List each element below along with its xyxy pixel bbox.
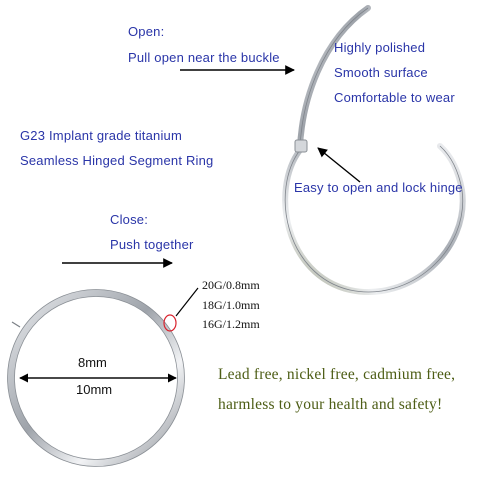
inner-diameter-label: 8mm xyxy=(78,355,107,370)
closed-ring xyxy=(7,289,185,467)
hinge-arrow xyxy=(317,147,361,183)
material-line-2: Seamless Hinged Segment Ring xyxy=(20,153,214,168)
gauge-16g: 16G/1.2mm xyxy=(202,317,260,331)
hinge-block xyxy=(294,139,308,153)
outer-diameter-label: 10mm xyxy=(76,382,113,397)
gauge-pointer xyxy=(175,287,199,317)
material-line-1: G23 Implant grade titanium xyxy=(20,128,183,143)
feature-polished: Highly polished xyxy=(334,40,426,55)
open-ring-segment-edge xyxy=(299,7,369,149)
closed-ring-outer-edge xyxy=(7,289,185,467)
feature-smooth: Smooth surface xyxy=(334,65,428,80)
gauge-18g: 18G/1.0mm xyxy=(202,298,260,312)
safety-line-2: harmless to your health and safety! xyxy=(218,396,443,413)
open-ring-body-edge xyxy=(284,145,464,293)
closed-ring-inner-edge xyxy=(14,296,178,460)
close-instruction: Push together xyxy=(110,237,194,252)
feature-comfortable: Comfortable to wear xyxy=(334,90,455,105)
open-instruction: Pull open near the buckle xyxy=(128,50,280,65)
hinge-note: Easy to open and lock hinge xyxy=(294,180,463,195)
safety-line-1: Lead free, nickel free, cadmium free, xyxy=(218,366,456,383)
closed-ring-seam xyxy=(11,321,21,328)
open-ring-body xyxy=(282,143,466,295)
gauge-20g: 20G/0.8mm xyxy=(202,278,260,292)
open-heading: Open: xyxy=(128,24,165,39)
close-heading: Close: xyxy=(110,212,149,227)
gauge-marker xyxy=(163,314,177,332)
